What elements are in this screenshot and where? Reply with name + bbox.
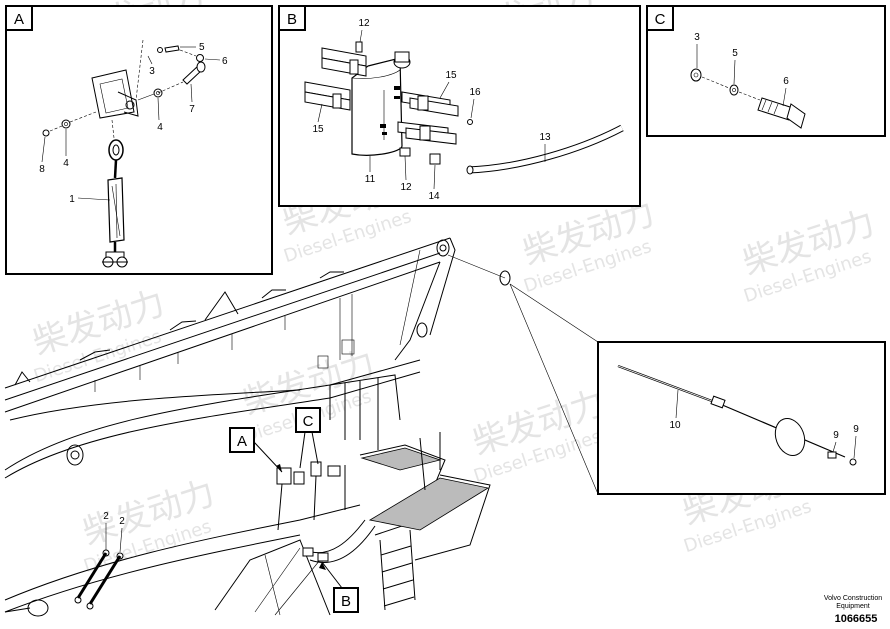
panel-a: A [5,5,273,275]
panel-a-letter: A [14,11,24,28]
part-label: 12 [358,18,370,29]
part-label: 4 [63,158,69,169]
part-label: 13 [539,132,551,143]
fitting-icon [429,153,441,165]
part-label: 9 [833,430,839,441]
turnbuckle-icon [102,139,128,268]
main-callouts: A C B 2 2 [103,407,359,613]
screw-icon [467,119,473,125]
part-label: 1 [69,194,75,205]
part-label: 16 [469,87,481,98]
callout-a-box[interactable] [229,427,255,453]
panel-c: C 3 5 6 [646,5,886,137]
part-label: 15 [445,70,457,81]
clamp-icon [397,91,459,145]
reservoir-icon [351,51,411,156]
washer-icon [61,119,71,129]
callout-c-letter: C [303,413,314,430]
panel-c-frame [646,5,886,137]
panel-c-letter: C [655,11,666,28]
nut-icon [827,451,837,459]
part-label: 6 [783,76,789,87]
bolt-icon [757,97,806,129]
part-label: 3 [149,66,155,77]
washer-icon [196,54,204,62]
disc-icon [774,418,806,456]
part-label: 15 [312,124,324,135]
part-label: 10 [669,420,681,431]
panel-b: B [278,5,641,207]
nut-icon [849,458,857,466]
part-label: 7 [189,104,195,115]
clamp-icon [304,47,367,111]
detail-rod: 10 9 9 [597,341,886,495]
brand-line-2: Equipment [836,603,870,610]
part-label: 2 [103,511,109,522]
detail-frame [597,341,886,495]
panel-b-letter: B [287,11,297,28]
callout-c-box[interactable] [295,407,321,433]
drawing-number: 1066655 [835,613,878,625]
washer-icon [153,88,163,98]
boom-assembly [4,237,491,617]
part-label: 4 [157,122,163,133]
part-label: 8 [39,164,45,175]
callout-b-box[interactable] [333,587,359,613]
part-label: 2 [119,516,125,527]
hose-icon [466,124,624,175]
callout-a-letter: A [237,433,247,450]
washer-icon [690,68,702,82]
part-label: 5 [199,42,205,53]
brand-line-1: Volvo Construction [824,595,882,602]
part-label: 6 [222,56,228,67]
part-label: 11 [365,174,376,185]
part-label: 3 [694,32,700,43]
detail-leader [447,254,599,495]
part-label: 12 [400,182,412,193]
bolt-icon [182,61,206,85]
part-label: 5 [732,48,738,59]
footer: Volvo Construction Equipment 1066655 [824,595,882,625]
part-label: 14 [428,191,440,202]
bracket [91,69,139,119]
panel-a-frame [5,5,273,275]
callout-b-letter: B [341,593,351,610]
washer-icon [729,84,739,96]
nut-icon [42,129,50,137]
part-label: 9 [853,424,859,435]
